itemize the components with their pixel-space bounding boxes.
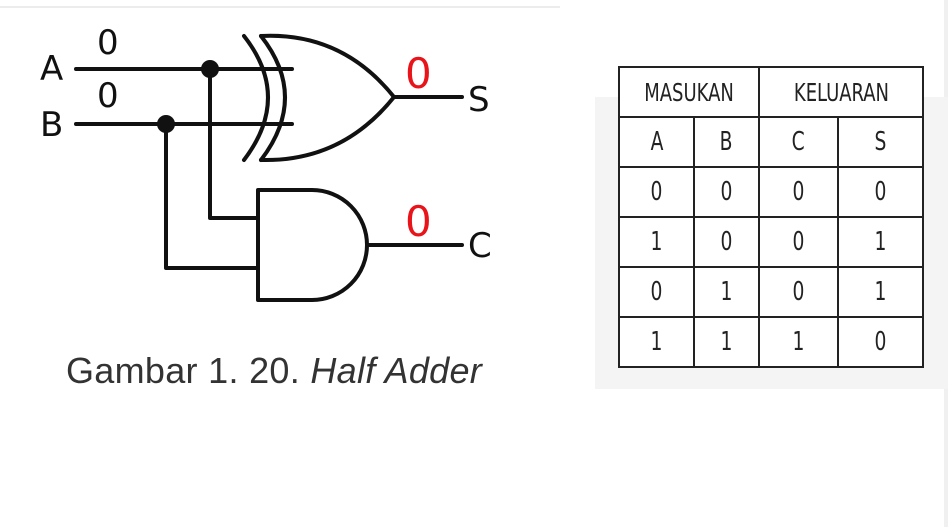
- table-row: 0 1 0 1: [618, 266, 924, 318]
- input-a-label: A: [40, 49, 63, 89]
- table-cell: 0: [618, 166, 695, 218]
- figure-caption: Gambar 1. 20. Half Adder: [66, 350, 482, 392]
- group-header-keluaran: KELUARAN: [758, 66, 924, 118]
- input-a-value: 0: [97, 23, 119, 63]
- junction-a: [201, 60, 219, 78]
- half-adder-circuit: A B 0 0 0 0 S C: [40, 23, 492, 302]
- table-cell: 0: [837, 316, 924, 368]
- junction-b: [157, 115, 175, 133]
- table-cell: 0: [758, 216, 839, 268]
- output-c-label: C: [468, 226, 492, 266]
- column-header-a: A: [618, 116, 695, 168]
- table-cell: 1: [618, 216, 695, 268]
- input-b-value: 0: [97, 76, 119, 116]
- truth-table-group-row: MASUKAN KELUARAN: [618, 66, 924, 118]
- table-cell: 0: [758, 166, 839, 218]
- xor-gate: [242, 33, 396, 163]
- table-cell: 0: [693, 216, 760, 268]
- output-s-value: 0: [405, 49, 432, 98]
- caption-title: Half Adder: [310, 350, 483, 391]
- column-header-c: C: [758, 116, 839, 168]
- column-header-b: B: [693, 116, 760, 168]
- truth-table-column-row: A B C S: [618, 116, 924, 168]
- output-s-label: S: [468, 80, 490, 120]
- output-c-value: 0: [405, 197, 432, 246]
- top-divider: [0, 6, 560, 8]
- column-header-s: S: [837, 116, 924, 168]
- table-cell: 1: [693, 316, 760, 368]
- wire-b-branch: [164, 122, 260, 270]
- table-cell: 1: [758, 316, 839, 368]
- table-cell: 0: [693, 166, 760, 218]
- table-cell: 0: [758, 266, 839, 318]
- and-gate: [256, 188, 369, 302]
- table-cell: 1: [837, 216, 924, 268]
- table-row: 1 1 1 0: [618, 316, 924, 368]
- wire-a-branch: [208, 67, 260, 220]
- table-row: 1 0 0 1: [618, 216, 924, 268]
- table-cell: 1: [618, 316, 695, 368]
- table-cell: 1: [693, 266, 760, 318]
- truth-table: MASUKAN KELUARAN A B C S 0 0 0 0 1 0 0 1…: [618, 66, 924, 368]
- table-row: 0 0 0 0: [618, 166, 924, 218]
- input-b-label: B: [40, 105, 63, 145]
- table-cell: 0: [837, 166, 924, 218]
- group-header-masukan: MASUKAN: [618, 66, 760, 118]
- caption-prefix: Gambar 1. 20.: [66, 350, 301, 391]
- table-cell: 0: [618, 266, 695, 318]
- table-cell: 1: [837, 266, 924, 318]
